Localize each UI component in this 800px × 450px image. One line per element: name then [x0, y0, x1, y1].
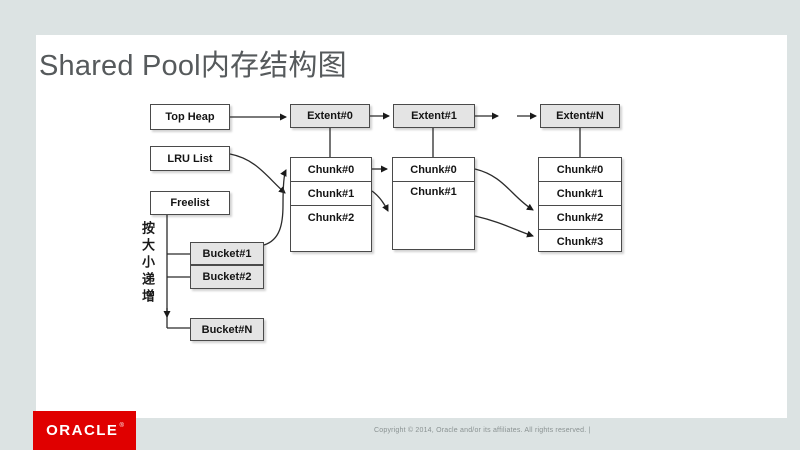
chunk-row: Chunk#1 [539, 181, 621, 205]
lru-list-box: LRU List [150, 146, 230, 171]
size-order-label: 按大小递增 [140, 221, 155, 306]
chunk-row: Chunk#0 [410, 163, 457, 176]
copyright-text: Copyright © 2014, Oracle and/or its affi… [374, 427, 591, 434]
extent-0-chunk-stack: Chunk#0 Chunk#1 Chunk#2 [290, 157, 372, 252]
chunk-row: Chunk#1 [291, 181, 371, 205]
chunk-row: Chunk#3 [539, 229, 621, 253]
page-title: Shared Pool内存结构图 [39, 50, 347, 82]
registered-trademark-symbol: ® [119, 422, 124, 429]
extent-n-box: Extent#N [540, 104, 620, 128]
extent-1-box: Extent#1 [393, 104, 475, 128]
bucket-1-box: Bucket#1 [190, 242, 264, 265]
freelist-box: Freelist [150, 191, 230, 215]
chunk-row: Chunk#0 [307, 163, 355, 176]
chunk-row: Chunk#0 [556, 163, 604, 176]
extent-0-box: Extent#0 [290, 104, 370, 128]
extent-n-chunk-stack: Chunk#0 Chunk#1 Chunk#2 Chunk#3 [538, 157, 622, 252]
extent-1-chunk-stack: Chunk#0 Chunk#1 [392, 157, 475, 250]
free-space-area [291, 229, 371, 251]
chunk-row: Chunk#2 [539, 205, 621, 229]
top-heap-box: Top Heap [150, 104, 230, 130]
chunk-row: Chunk#1 [393, 181, 474, 249]
oracle-logo: ORACLE® [33, 411, 136, 450]
bucket-2-box: Bucket#2 [190, 265, 264, 289]
bucket-n-box: Bucket#N [190, 318, 264, 341]
oracle-wordmark: ORACLE [46, 422, 119, 439]
chunk-row: Chunk#2 [291, 205, 371, 229]
